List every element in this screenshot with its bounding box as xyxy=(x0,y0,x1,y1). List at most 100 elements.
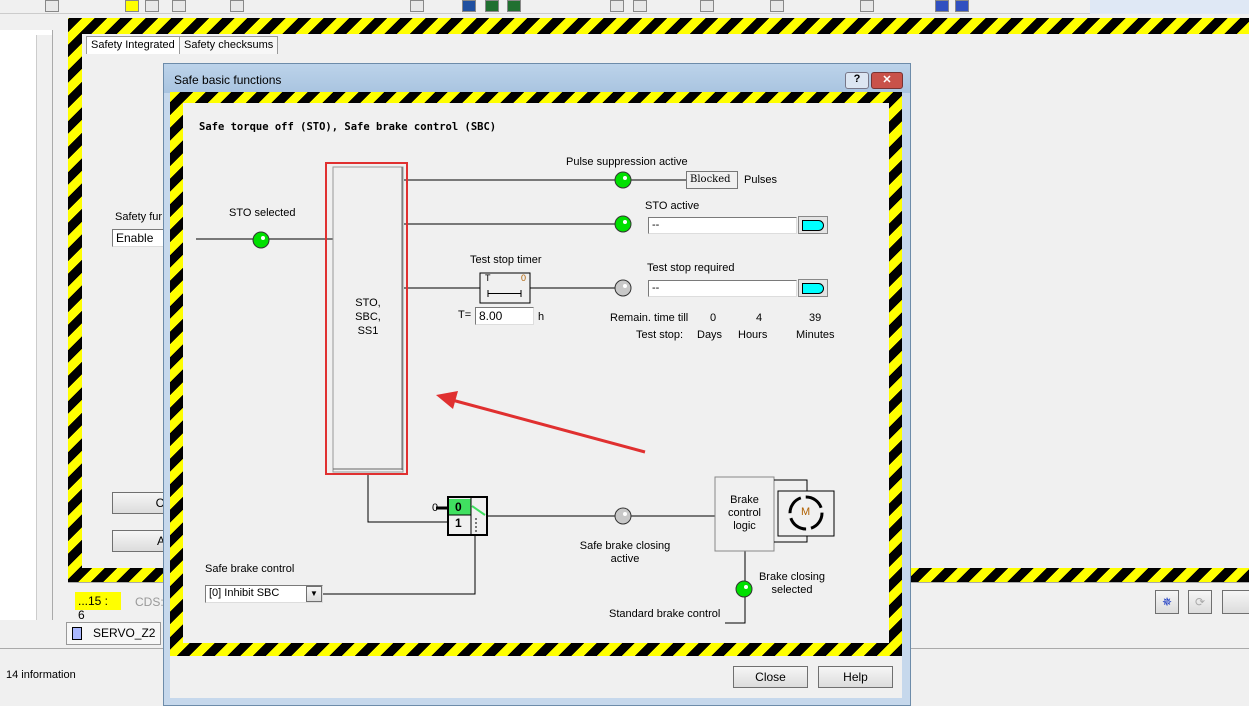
toolbar-button[interactable] xyxy=(172,0,186,12)
toolbar-button[interactable] xyxy=(770,0,784,12)
days-value: 0 xyxy=(710,312,717,324)
safe-brake-control-select[interactable]: [0] Inhibit SBC ▼ xyxy=(205,585,323,603)
sto-block-label: STO, SBC, SS1 xyxy=(333,296,403,338)
block-line: SBC, xyxy=(355,311,381,323)
motor-block xyxy=(777,490,835,537)
test-stop-time-input[interactable]: 8.00 xyxy=(475,307,534,325)
sto-active-detail-button[interactable] xyxy=(798,216,828,234)
label-line: Brake xyxy=(730,494,759,506)
switch-input-zero: 0 xyxy=(432,502,439,514)
t-unit-label: h xyxy=(538,311,545,323)
motor-icon: M xyxy=(801,506,811,518)
toolbar-button[interactable] xyxy=(485,0,499,12)
pulses-label: Pulses xyxy=(744,174,778,186)
sto-selected-label: STO selected xyxy=(229,207,296,219)
test-stop-required-label: Test stop required xyxy=(647,262,735,274)
red-arrow xyxy=(436,391,646,454)
block-line: STO, xyxy=(355,297,381,309)
brake-closing-selected-label: Brake closing selected xyxy=(752,571,832,597)
toolbar-button[interactable] xyxy=(507,0,521,12)
info-count: 14 information xyxy=(6,669,76,681)
toolbar-button[interactable] xyxy=(45,0,59,12)
toolbar-button[interactable] xyxy=(462,0,476,12)
dialog-titlebar[interactable] xyxy=(164,64,910,93)
test-stop-timer-label: Test stop timer xyxy=(470,254,542,266)
hours-label: Hours xyxy=(738,329,768,341)
sto-active-label: STO active xyxy=(645,200,700,212)
tab-servo-z2[interactable]: SERVO_Z2 xyxy=(66,622,161,645)
gear-icon[interactable]: ✵ xyxy=(1155,590,1179,614)
tab-safety-checksums[interactable]: Safety checksums xyxy=(179,36,279,54)
toolbar-button[interactable] xyxy=(700,0,714,12)
safe-brake-closing-label: Safe brake closing active xyxy=(570,540,680,566)
timer-t-label: T xyxy=(485,273,491,283)
toolbar-button[interactable] xyxy=(860,0,874,12)
close-button[interactable]: Close xyxy=(733,666,808,688)
toolbar-button[interactable] xyxy=(955,0,969,12)
toolbar-button[interactable] xyxy=(610,0,624,12)
standard-brake-control-label: Standard brake control xyxy=(609,608,721,620)
cds-label: CDS: xyxy=(135,595,164,609)
refresh-icon[interactable]: ⟳ xyxy=(1188,590,1212,614)
switch-position-1: 1 xyxy=(455,516,462,530)
test-stop-required-field: -- xyxy=(648,280,797,297)
pulse-suppression-label: Pulse suppression active xyxy=(566,156,688,168)
safety-function-field[interactable]: Enable xyxy=(112,229,172,247)
test-stop-detail-button[interactable] xyxy=(798,279,828,297)
toolbar-button[interactable] xyxy=(633,0,647,12)
led-brake-closing-selected xyxy=(735,580,753,598)
toolbar-button[interactable] xyxy=(410,0,424,12)
minutes-label: Minutes xyxy=(796,329,835,341)
label-line: active xyxy=(610,553,640,565)
blocked-indicator: Blocked xyxy=(686,171,738,189)
t-equals-label: T= xyxy=(458,309,472,321)
test-stop-timer-block xyxy=(479,272,531,304)
drive-icon xyxy=(72,627,82,640)
help-button[interactable]: Help xyxy=(818,666,893,688)
label-line: selected xyxy=(771,584,813,596)
led-pulse-suppression xyxy=(614,171,632,189)
overflow-button[interactable] xyxy=(1222,590,1249,614)
sto-active-field: -- xyxy=(648,217,797,234)
days-label: Days xyxy=(697,329,723,341)
brake-control-logic-block xyxy=(714,476,775,552)
highlight-box xyxy=(325,162,408,475)
minutes-value: 39 xyxy=(809,312,822,324)
diagram-panel xyxy=(183,103,889,643)
timer-zero-label: 0 xyxy=(521,273,527,283)
safety-function-label: Safety fur xyxy=(115,211,163,223)
label-line: Safe brake closing xyxy=(579,540,671,552)
leds xyxy=(252,171,753,598)
led-sto-selected xyxy=(252,231,270,249)
bottom-bar xyxy=(0,706,1249,722)
vertical-scrollbar[interactable] xyxy=(36,35,52,620)
toolbar-spacer xyxy=(1090,0,1249,14)
led-test-stop-required xyxy=(614,279,632,297)
toolbar-button[interactable] xyxy=(230,0,244,12)
safe-brake-control-label: Safe brake control xyxy=(205,563,295,575)
label-line: control xyxy=(727,507,762,519)
remain-time-label: Remain. time till xyxy=(610,312,689,324)
hours-value: 4 xyxy=(756,312,763,324)
brake-control-logic-label: Brake control logic xyxy=(715,494,774,533)
tab-safety-integrated[interactable]: Safety Integrated xyxy=(86,36,180,54)
toolbar-button[interactable] xyxy=(935,0,949,12)
toolbar xyxy=(0,0,1249,14)
chevron-down-icon[interactable]: ▼ xyxy=(306,586,322,602)
label-line: logic xyxy=(733,520,756,532)
help-icon[interactable]: ? xyxy=(845,72,869,89)
switch-position-0: 0 xyxy=(455,500,462,514)
status-value: ...15 : 6 xyxy=(75,592,121,622)
label-line: Brake closing xyxy=(758,571,826,583)
select-value: [0] Inhibit SBC xyxy=(209,587,280,599)
led-sto-active xyxy=(614,215,632,233)
close-icon[interactable]: ✕ xyxy=(871,72,903,89)
test-stop-label: Test stop: xyxy=(636,329,684,341)
sto-sbc-ss1-block xyxy=(332,166,404,473)
diagram-heading: Safe torque off (STO), Safe brake contro… xyxy=(199,121,497,133)
toolbar-button[interactable] xyxy=(145,0,159,12)
led-safe-brake-closing xyxy=(614,507,632,525)
dialog-title: Safe basic functions xyxy=(174,73,282,87)
toolbar-button[interactable] xyxy=(125,0,139,12)
